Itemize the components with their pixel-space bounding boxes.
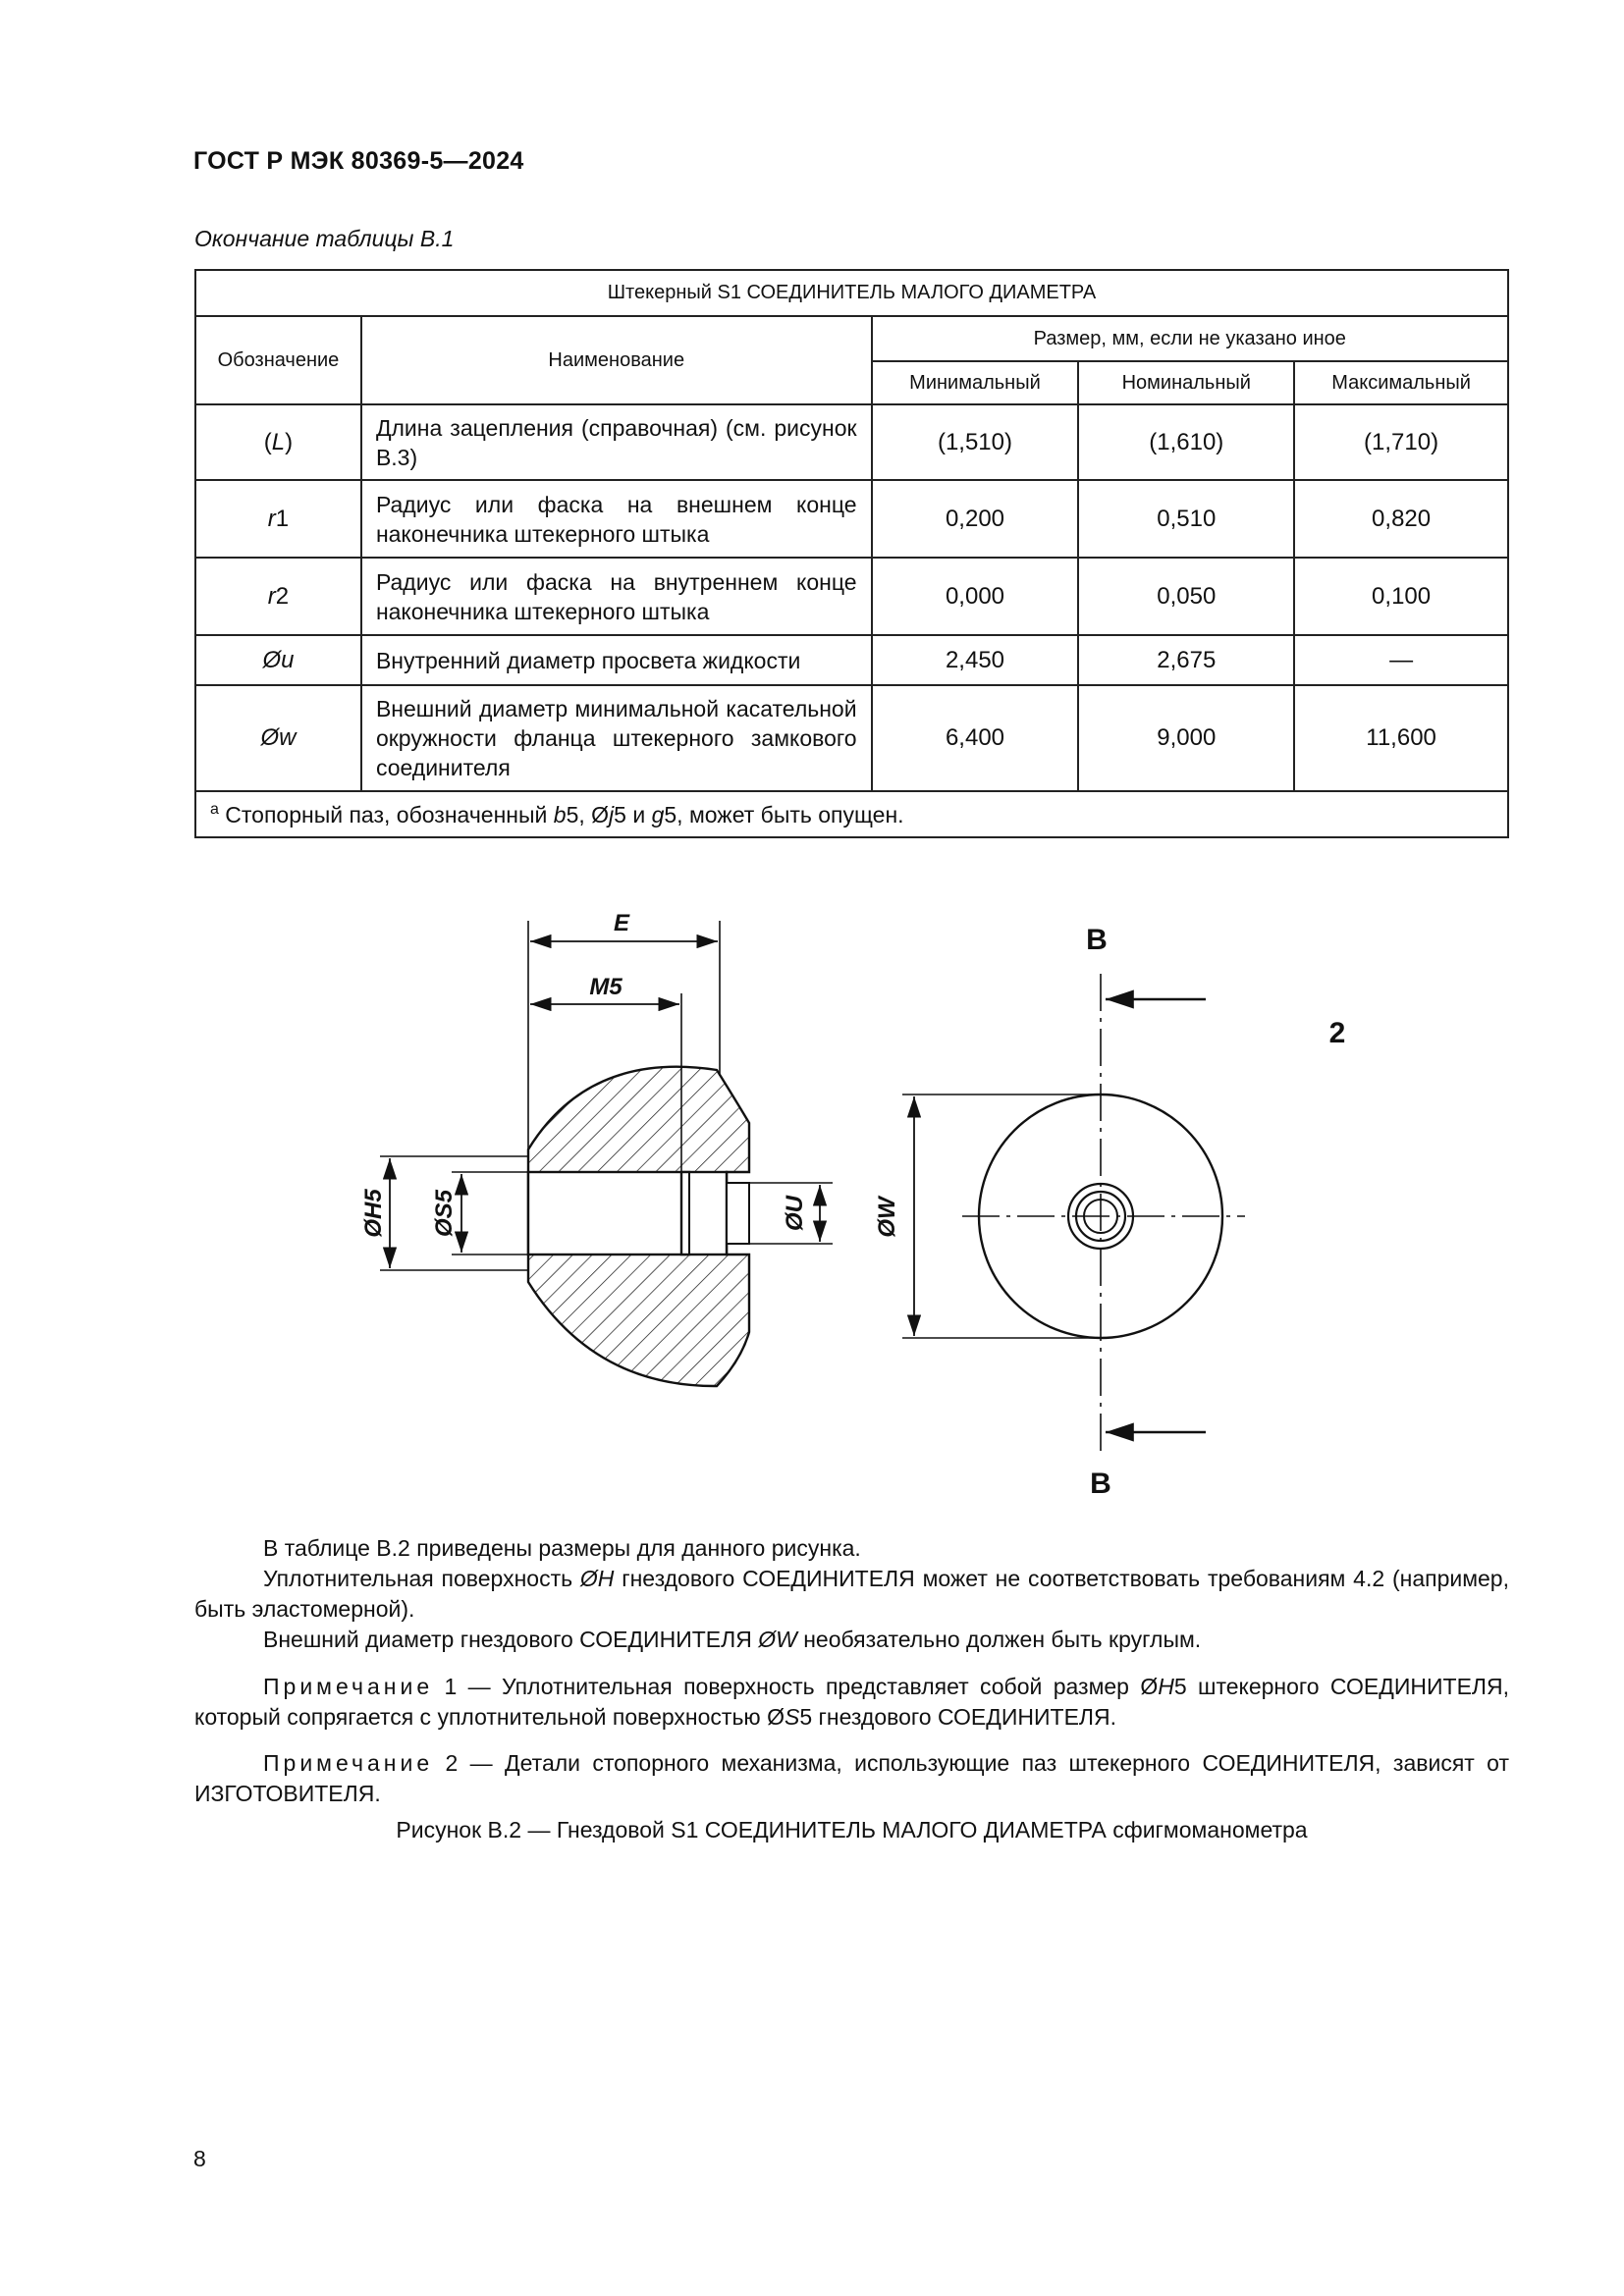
header-name: Наименование [359, 315, 873, 405]
row-symbol: r1 [194, 479, 362, 559]
row-name: Радиус или фаска на внутреннем конце нак… [359, 557, 873, 636]
label-H5: ØH5 [360, 1189, 387, 1238]
row-name: Радиус или фаска на внешнем конце наконе… [359, 479, 873, 559]
label-S5: ØS5 [431, 1189, 458, 1237]
table-row: Øw Внешний диаметр минимальной касательн… [194, 684, 1509, 792]
label-U: ØU [782, 1195, 808, 1231]
row-symbol: Øw [194, 684, 362, 792]
row-min: 0,000 [870, 557, 1080, 636]
section-view [526, 1065, 751, 1388]
label-M5: M5 [589, 974, 623, 1000]
paragraph-outer-diameter: Внешний диаметр гнездового СОЕДИНИТЕЛЯ Ø… [263, 1627, 1202, 1652]
section-label-top: B [1086, 924, 1108, 956]
header-size: Размер, мм, если не указано иное [870, 315, 1510, 362]
row-nom: 9,000 [1077, 684, 1296, 792]
header-nom: Номинальный [1077, 360, 1296, 405]
row-name: Длина зацепления (справочная) (см. рисун… [359, 403, 873, 481]
header-max: Максимальный [1293, 360, 1509, 405]
table-caption: Окончание таблицы B.1 [194, 226, 455, 251]
row-nom: 2,675 [1077, 634, 1296, 686]
row-min: (1,510) [870, 403, 1080, 481]
dimensions-table: Штекерный S1 СОЕДИНИТЕЛЬ МАЛОГО ДИАМЕТРА… [194, 269, 1510, 838]
label-2: 2 [1329, 1017, 1346, 1049]
row-max: 0,100 [1293, 557, 1509, 636]
row-symbol: r2 [194, 557, 362, 636]
row-name: Внутренний диаметр просвета жидкости [359, 634, 873, 686]
header-min: Минимальный [870, 360, 1080, 405]
row-name: Внешний диаметр минимальной касательной … [359, 684, 873, 792]
table-footnote: a Стопорный паз, обозначенный b5, Øj5 и … [194, 790, 1509, 838]
note-2: Примечание 2 — Детали стопорного механиз… [194, 1750, 1509, 1806]
paragraph-seal-surface: Уплотнительная поверхность ØH гнездового… [194, 1566, 1509, 1622]
paragraph-table-ref: В таблице B.2 приведены размеры для данн… [263, 1535, 861, 1561]
row-min: 6,400 [870, 684, 1080, 792]
table-row: Øu Внутренний диаметр просвета жидкости … [194, 634, 1509, 686]
note-1: Примечание 1 — Уплотнительная поверхност… [194, 1674, 1510, 1730]
row-max: 0,820 [1293, 479, 1509, 559]
header-designation: Обозначение [194, 315, 362, 405]
row-max: 11,600 [1293, 684, 1509, 792]
row-nom: 0,510 [1077, 479, 1296, 559]
table-title: Штекерный S1 СОЕДИНИТЕЛЬ МАЛОГО ДИАМЕТРА [194, 269, 1509, 317]
row-nom: 0,050 [1077, 557, 1296, 636]
table-row: (L) Длина зацепления (справочная) (см. р… [194, 403, 1509, 481]
front-view [962, 974, 1245, 1458]
standard-header: ГОСТ Р МЭК 80369-5—2024 [193, 147, 524, 175]
row-symbol: (L) [194, 403, 362, 481]
table-row: r1 Радиус или фаска на внешнем конце нак… [194, 479, 1509, 559]
row-min: 0,200 [870, 479, 1080, 559]
label-E: E [614, 910, 630, 936]
row-max: (1,710) [1293, 403, 1509, 481]
page-number: 8 [193, 2146, 206, 2171]
figure-caption: Рисунок B.2 — Гнездовой S1 СОЕДИНИТЕЛЬ М… [396, 1817, 1308, 1842]
row-max: — [1293, 634, 1509, 686]
section-label-bottom: B [1090, 1468, 1111, 1500]
label-W: ØW [874, 1195, 900, 1238]
row-symbol: Øu [194, 634, 362, 686]
connector-drawing: E M5 ØH5 ØS5 ØU ØW B B 2 [360, 910, 1346, 1500]
row-nom: (1,610) [1077, 403, 1296, 481]
table-row: r2 Радиус или фаска на внутреннем конце … [194, 557, 1509, 636]
row-min: 2,450 [870, 634, 1080, 686]
